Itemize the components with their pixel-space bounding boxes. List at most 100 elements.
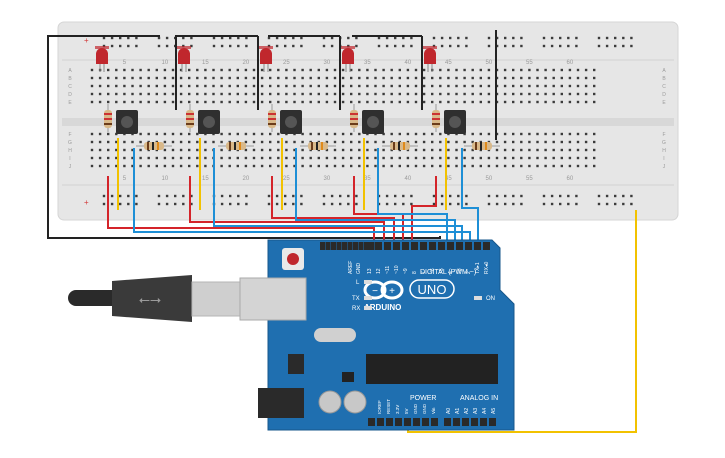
breadboard-hole (568, 84, 572, 88)
breadboard-labels: ++55101015152020252530303535404045455050… (68, 36, 666, 207)
rail-hole (182, 36, 185, 40)
breadboard-hole (552, 76, 555, 80)
rail-hole (385, 194, 389, 198)
rail-hole (449, 36, 452, 40)
breadboard-hole (196, 100, 199, 104)
header-pin (453, 418, 460, 426)
column-number: 55 (526, 176, 533, 182)
header-pin (347, 242, 353, 250)
breadboard-hole (374, 140, 377, 144)
breadboard-hole (269, 84, 272, 88)
resistor-band (350, 113, 358, 115)
breadboard-hole (147, 132, 150, 136)
breadboard-hole (325, 76, 329, 80)
breadboard-hole (171, 140, 175, 144)
breadboard-hole (285, 100, 288, 104)
breadboard-hole (544, 148, 547, 152)
breadboard-hole (196, 140, 199, 144)
rail-hole (504, 202, 507, 206)
breadboard-hole (131, 68, 134, 72)
rail-hole (110, 36, 114, 40)
header-pin (393, 242, 400, 250)
push-button-cap[interactable] (367, 116, 379, 128)
resistor-band (268, 123, 276, 125)
breadboard-hole (285, 68, 288, 72)
rail-hole (237, 202, 240, 206)
breadboard-hole (503, 156, 507, 160)
breadboard-hole (382, 156, 385, 160)
breadboard-hole (382, 68, 385, 72)
push-button-cap[interactable] (449, 116, 461, 128)
rail-hole (567, 44, 570, 48)
breadboard-hole (358, 148, 361, 152)
breadboard-hole (115, 132, 118, 136)
breadboard-hole (406, 140, 410, 144)
breadboard-hole (431, 132, 434, 136)
push-button-cap[interactable] (203, 116, 215, 128)
push-button-cap[interactable] (285, 116, 297, 128)
column-number: 30 (324, 176, 331, 182)
breadboard-hole (155, 68, 158, 72)
column-number: 60 (567, 60, 574, 66)
breadboard-hole (544, 84, 547, 88)
column-number: 50 (486, 60, 493, 66)
breadboard-hole (398, 92, 401, 96)
breadboard-hole (593, 164, 596, 168)
breadboard-hole (520, 156, 523, 160)
breadboard-hole (98, 100, 102, 104)
rail-hole (135, 202, 138, 206)
breadboard-hole (528, 140, 531, 144)
column-number: 5 (123, 176, 127, 182)
breadboard-hole (479, 92, 482, 96)
breadboard-hole (406, 92, 410, 96)
breadboard-hole (576, 100, 580, 104)
rail-hole (165, 36, 169, 40)
rail-hole (487, 44, 491, 48)
breadboard-hole (406, 164, 410, 168)
breadboard-hole (512, 140, 515, 144)
breadboard-hole (479, 84, 482, 88)
rail-hole (630, 194, 633, 198)
power-pin-label: GND (422, 403, 427, 414)
rail-hole (339, 202, 342, 206)
breadboard-hole (390, 100, 393, 104)
power-pin-label: 5V (404, 408, 409, 414)
rail-hole (630, 36, 633, 40)
breadboard-hole (390, 84, 393, 88)
digital-pin-label: ~10 (394, 265, 400, 274)
breadboard-hole (252, 84, 256, 88)
capacitor-2 (343, 390, 367, 414)
rail-hole (512, 36, 515, 40)
breadboard-hole (325, 164, 329, 168)
breadboard-hole (212, 76, 215, 80)
breadboard-hole (479, 156, 482, 160)
header-pin (336, 242, 342, 250)
reset-button-cap[interactable] (287, 253, 299, 265)
analog-pin-label: A2 (464, 408, 470, 414)
breadboard-hole (455, 68, 458, 72)
rail-hole (542, 194, 546, 198)
breadboard-hole (528, 100, 531, 104)
resistor-band (268, 118, 276, 120)
resistor-band (104, 123, 112, 125)
rail-hole (127, 194, 130, 198)
rail-hole (575, 194, 578, 198)
rail-hole (449, 194, 452, 198)
breadboard-hole (204, 148, 207, 152)
breadboard-hole (471, 92, 474, 96)
breadboard-hole (269, 140, 272, 144)
breadboard-hole (544, 68, 547, 72)
breadboard-hole (520, 92, 523, 96)
gnd-label: GND (356, 263, 362, 275)
row-letter: I (69, 156, 70, 162)
row-letter: I (663, 156, 664, 162)
breadboard-hole (366, 164, 369, 168)
breadboard-hole (196, 156, 199, 160)
breadboard-hole (260, 164, 264, 168)
push-button-cap[interactable] (121, 116, 133, 128)
breadboard-hole (188, 68, 191, 72)
rail-hole (605, 202, 609, 206)
breadboard-hole (512, 132, 515, 136)
breadboard-hole (333, 76, 337, 80)
column-number: 25 (283, 176, 290, 182)
